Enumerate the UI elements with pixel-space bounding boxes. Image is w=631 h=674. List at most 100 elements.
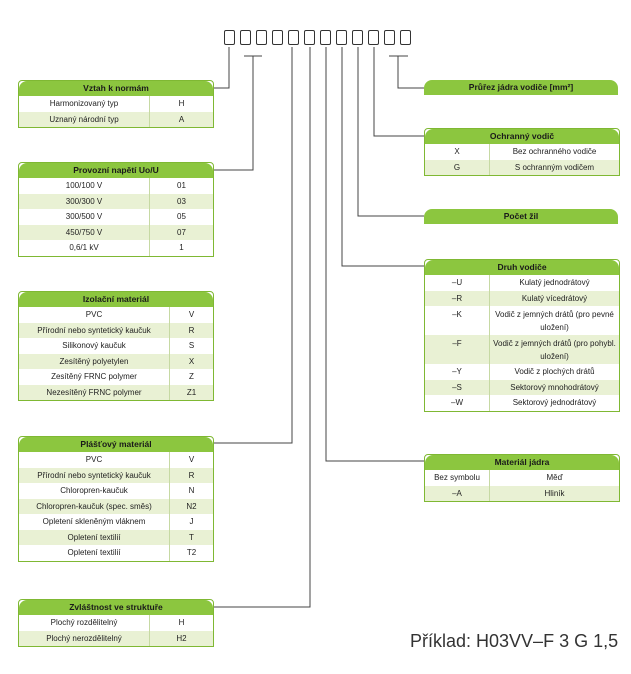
table-title: Zvláštnost ve struktuře — [19, 600, 213, 615]
table-cell-label: 450/750 V — [65, 227, 103, 237]
table-cell-value: 05 — [149, 209, 213, 225]
example-designation: Příklad: H03VV–F 3 G 1,5 — [410, 631, 619, 651]
connector-line — [212, 47, 293, 444]
table-cell-value: Hliník — [489, 485, 619, 501]
table-row: Přírodní nebo syntetický kaučuk R — [19, 467, 213, 483]
table-cell-label: 0,6/1 kV — [69, 243, 99, 252]
table-row: Chloropren-kaučuk (spec. směs)N2 — [19, 498, 213, 514]
table-cell-value: S — [169, 338, 213, 354]
table-title: Izolační materiál — [19, 292, 213, 307]
code-box — [304, 30, 315, 45]
table-row: –W Sektorový jednodrátový — [425, 395, 619, 411]
table-row: Zesítěný polyetylen X — [19, 353, 213, 369]
table-cell-label: –Y — [452, 367, 462, 376]
code-box — [240, 30, 251, 45]
table-title: Vztah k normám — [19, 81, 213, 96]
table-cell-value: H2 — [149, 630, 213, 646]
table-row: 100/100 V 01 — [19, 178, 213, 194]
table-cell-value: Kulatý jednodrátový — [489, 275, 619, 291]
code-box — [272, 30, 283, 45]
table-cell-label: Opletení skleněným vláknem — [42, 517, 146, 526]
table-cell-label: Chloropren-kaučuk — [60, 486, 128, 495]
table-cell-value: Z — [169, 369, 213, 385]
code-boxes — [224, 30, 416, 45]
table-cell-value: Sektorový mnohodrátový — [489, 379, 619, 395]
table-cell-value: J — [169, 514, 213, 530]
table-cell-label: Přírodní nebo syntetický kaučuk — [37, 470, 151, 480]
table-zvlastnost-ve-strukture: Zvláštnost ve struktuře Plochý rozdělite… — [18, 599, 214, 647]
table-cell-value: Vodič z jemných drátů (pro pevné uložení… — [489, 306, 619, 335]
table-cell-label: X — [454, 147, 460, 156]
table-cell-value: Měď — [489, 470, 619, 486]
label-prurez-jadra: Průřez jádra vodiče [mm²] — [424, 80, 618, 95]
table-cell-label: –U — [451, 278, 463, 287]
table-row: –F Vodič z jemných drátů (pro pohybl. ulo… — [425, 335, 619, 364]
table-cell-value: H — [149, 96, 213, 112]
table-cell-value: Sektorový jednodrátový — [489, 395, 619, 411]
connector-line — [212, 56, 254, 171]
table-cell-label: –A — [452, 488, 462, 498]
table-cell-label: Přírodní nebo syntetický kaučuk — [37, 325, 151, 335]
table-cell-value: 1 — [149, 240, 213, 256]
table-cell-value: N2 — [169, 498, 213, 514]
table-cell-label: Plochý nerozdělitelný — [46, 633, 122, 643]
table-cell-value: Z1 — [169, 384, 213, 400]
table-cell-value: 01 — [149, 178, 213, 194]
table-cell-label: 100/100 V — [65, 181, 103, 190]
table-cell-label: G — [453, 162, 461, 172]
table-row: –K Vodič z jemných drátů (pro pevné ulože… — [425, 306, 619, 335]
table-row: G S ochranným vodičem — [425, 159, 619, 175]
connector-line — [212, 47, 311, 608]
table-cell-label: Bez symbolu — [434, 473, 480, 482]
table-cell-label: Zesítěný FRNC polymer — [51, 372, 137, 381]
table-title: Druh vodiče — [425, 260, 619, 275]
table-cell-value: Vodič z jemných drátů (pro pohybl. ulože… — [489, 335, 619, 364]
table-cell-label: Zesítěný polyetylen — [59, 356, 129, 366]
table-cell-label: Opletení textilií — [67, 532, 121, 542]
table-cell-value: V — [169, 307, 213, 323]
table-cell-value: H — [149, 615, 213, 631]
table-row: 300/500 V 05 — [19, 209, 213, 225]
table-title: Provozní napětí Uo/U — [19, 163, 213, 178]
table-cell-label: 300/500 V — [65, 212, 103, 221]
table-cell-value: 03 — [149, 193, 213, 209]
table-provozni-napeti: Provozní napětí Uo/U 100/100 V 01 300/300 … — [18, 162, 214, 257]
connector-line — [325, 47, 424, 462]
table-row: X Bez ochranného vodiče — [425, 144, 619, 160]
table-cell-label: PVC — [85, 455, 103, 464]
table-row: Zesítěný FRNC polymer Z — [19, 369, 213, 385]
table-cell-value: S ochranným vodičem — [489, 159, 619, 175]
code-box — [320, 30, 331, 45]
table-title: Plášťový materiál — [19, 437, 213, 452]
code-box — [400, 30, 411, 45]
table-cell-value: X — [169, 353, 213, 369]
table-cell-value: R — [169, 467, 213, 483]
table-cell-label: –K — [452, 310, 462, 319]
label-pocet-zil: Počet žil — [424, 209, 618, 224]
table-row: Plochý nerozdělitelný H2 — [19, 630, 213, 646]
table-cell-label: Nezesítěný FRNC polymer — [46, 387, 142, 397]
table-cell-label: Harmonizovaný typ — [49, 99, 119, 108]
table-cell-label: –W — [451, 398, 463, 407]
connector-line — [212, 47, 230, 89]
table-row: Harmonizovaný typ H — [19, 96, 213, 112]
code-box — [384, 30, 395, 45]
code-box — [256, 30, 267, 45]
table-row: 0,6/1 kV 1 — [19, 240, 213, 256]
table-cell-label: –F — [452, 339, 462, 348]
table-cell-value: Bez ochranného vodiče — [489, 144, 619, 160]
table-cell-label: –S — [452, 382, 462, 392]
connector-line — [357, 47, 424, 217]
table-row: Nezesítěný FRNC polymer Z1 — [19, 384, 213, 400]
table-cell-label: 300/300 V — [65, 196, 103, 206]
